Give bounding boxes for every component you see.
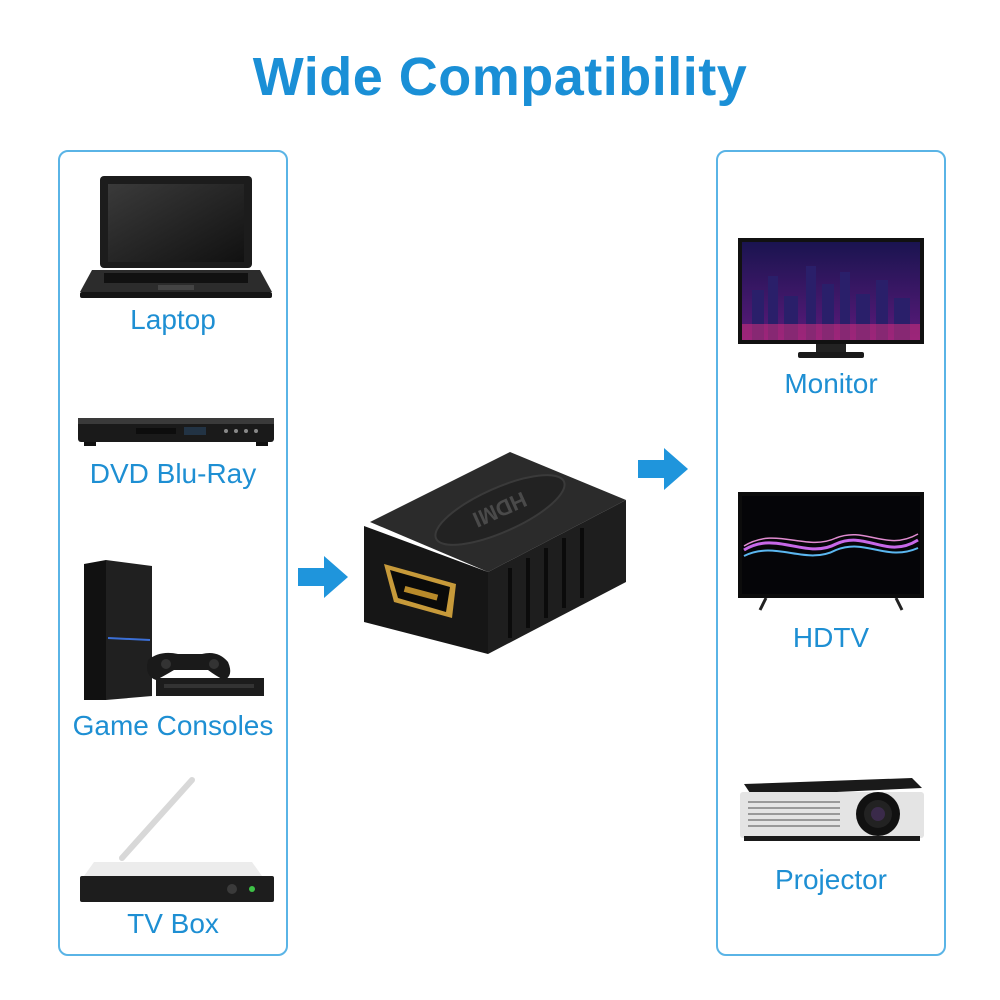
hdtv-icon bbox=[738, 492, 924, 611]
arrow-right-icon bbox=[638, 448, 688, 490]
tv-box-icon bbox=[80, 777, 274, 902]
display-devices-panel: Monitor HDTV Projector bbox=[716, 150, 946, 956]
arrow-right-icon bbox=[298, 556, 348, 598]
game-console-icon bbox=[84, 560, 264, 700]
hdmi-coupler-icon: HDMI bbox=[364, 452, 626, 654]
display-label-monitor: Monitor bbox=[784, 368, 878, 399]
source-devices-panel: Laptop DVD Blu-Ray Game Consoles TV Box bbox=[58, 150, 288, 956]
monitor-icon bbox=[738, 238, 924, 358]
laptop-icon bbox=[80, 176, 272, 298]
source-label-tv-box: TV Box bbox=[127, 908, 219, 939]
projector-icon bbox=[740, 778, 924, 841]
display-label-hdtv: HDTV bbox=[792, 622, 870, 653]
source-label-laptop: Laptop bbox=[130, 304, 216, 335]
source-label-game-consoles: Game Consoles bbox=[72, 710, 274, 741]
page-title: Wide Compatibility bbox=[252, 47, 748, 107]
dvd-player-icon bbox=[78, 418, 274, 446]
display-label-projector: Projector bbox=[774, 864, 888, 895]
source-label-dvd: DVD Blu-Ray bbox=[89, 458, 257, 489]
